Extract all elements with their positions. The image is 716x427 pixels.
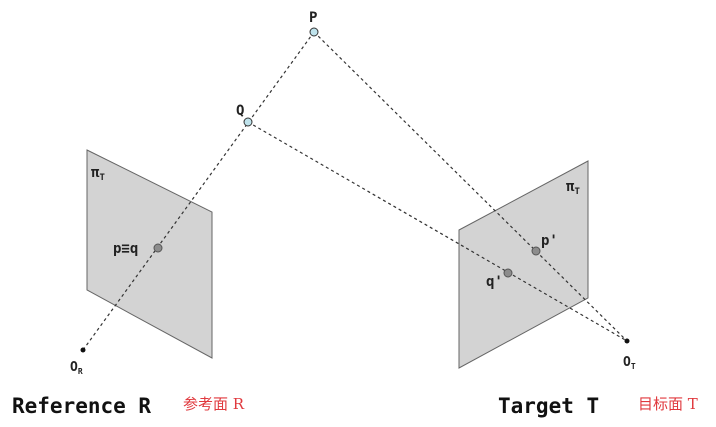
label-p: P bbox=[309, 10, 317, 26]
target-caption: Target T bbox=[498, 394, 599, 418]
target-plane bbox=[458, 160, 589, 369]
label-pi-reference: πT bbox=[91, 165, 105, 183]
label-q-prime: q' bbox=[486, 274, 503, 290]
point-q-prime bbox=[503, 268, 513, 278]
target-caption-cn: 目标面 T bbox=[638, 395, 698, 413]
reference-caption: Reference R bbox=[12, 394, 151, 418]
reference-caption-cn: 参考面 R bbox=[183, 395, 245, 413]
ray-q-to-ot bbox=[247, 121, 628, 342]
label-or: OR bbox=[70, 360, 83, 376]
label-ot: OT bbox=[623, 355, 636, 371]
label-p-prime: p' bbox=[541, 233, 558, 249]
camera-center-ot bbox=[624, 338, 630, 344]
label-q: Q bbox=[236, 103, 244, 119]
point-p bbox=[309, 27, 319, 37]
point-q bbox=[243, 117, 253, 127]
reference-plane bbox=[86, 149, 213, 359]
camera-center-or bbox=[80, 347, 86, 353]
point-p-eq-q bbox=[153, 243, 163, 253]
label-p-eq-q: p≡q bbox=[113, 241, 138, 257]
label-pi-target: πT bbox=[566, 179, 580, 197]
ray-p-to-ot bbox=[313, 31, 628, 342]
point-p-prime bbox=[531, 246, 541, 256]
